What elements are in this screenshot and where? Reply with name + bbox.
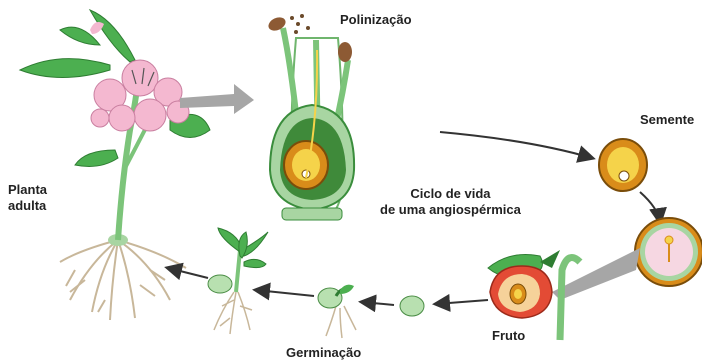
label-life-cycle-line2: de uma angiospérmica xyxy=(380,202,521,218)
fruit-seed-inner xyxy=(514,289,522,299)
adult-plant-leaf-left xyxy=(20,59,110,78)
adult-plant-bud xyxy=(90,22,104,34)
germinating-seed xyxy=(318,285,356,338)
arrow-pollination-to-seed xyxy=(440,132,592,158)
pistil-base xyxy=(282,208,342,220)
fruit-stem xyxy=(560,258,580,341)
arrow-germination-to-seedling xyxy=(256,290,314,296)
arrow-seed-to-section xyxy=(640,192,660,222)
label-seed: Semente xyxy=(640,112,694,128)
anther-right xyxy=(338,42,352,62)
pollination-pistil xyxy=(266,14,354,220)
label-life-cycle-line1: Ciclo de vida xyxy=(380,186,521,202)
seedling xyxy=(208,228,268,334)
label-adult-plant-line2: adulta xyxy=(8,198,47,214)
label-fruit: Fruto xyxy=(492,328,525,344)
label-germination: Germinação xyxy=(286,345,361,361)
adult-plant-roots xyxy=(60,240,186,320)
free-seed xyxy=(400,296,424,316)
seed-section xyxy=(635,218,702,286)
arrow-fruit-to-seed-free xyxy=(436,300,488,304)
arrow-seed-to-germination xyxy=(362,302,394,305)
fruit-sepals xyxy=(540,250,560,268)
adult-plant-leaf-top xyxy=(90,10,135,62)
pollen-grains xyxy=(290,14,310,34)
seed xyxy=(599,139,647,191)
label-life-cycle: Ciclo de vida de uma angiospérmica xyxy=(380,186,521,218)
label-pollination: Polinização xyxy=(340,12,412,28)
label-adult-plant-line1: Planta xyxy=(8,182,47,198)
arrow-flower-to-pollination xyxy=(180,84,254,114)
adult-plant xyxy=(20,10,210,320)
label-adult-plant: Planta adulta xyxy=(8,182,47,214)
arrow-seedling-to-plant xyxy=(168,268,208,278)
adult-plant-leaf-mid xyxy=(75,150,118,166)
